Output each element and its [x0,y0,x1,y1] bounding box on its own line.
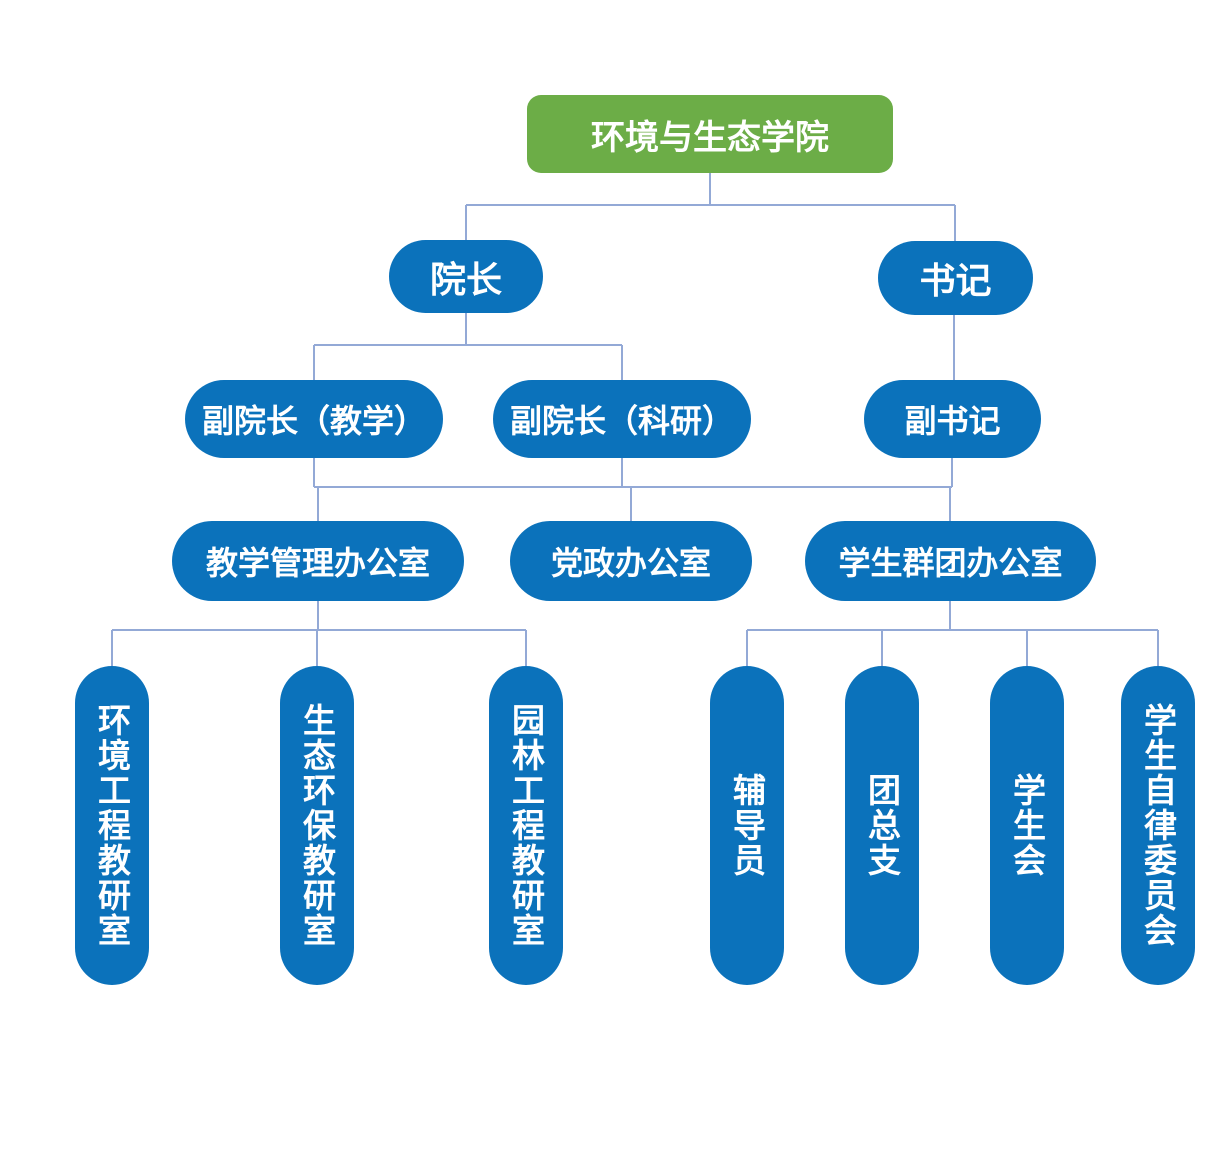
connector-root-to-level2 [465,173,956,241]
node-landscape-engineering-teaching-office: 园林工程教研室 [489,666,563,985]
node-dean: 院长 [389,240,543,313]
node-youth-league-branch: 团总支 [845,666,919,985]
node-student-self-discipline-committee: 学生自律委员会 [1121,666,1195,985]
node-vice-secretary: 副书记 [864,380,1041,458]
connector-level3-to-level4 [313,458,953,521]
node-teaching-management-office: 教学管理办公室 [172,521,464,601]
node-eco-environmental-teaching-office: 生态环保教研室 [280,666,354,985]
node-env-engineering-teaching-office: 环境工程教研室 [75,666,149,985]
node-college-root: 环境与生态学院 [527,95,893,173]
node-counselor: 辅导员 [710,666,784,985]
node-party-admin-office: 党政办公室 [510,521,752,601]
node-label: 辅导员 [728,773,766,878]
node-vice-dean-teaching: 副院长（教学） [185,380,443,458]
node-label: 生态环保教研室 [298,703,336,948]
node-label: 园林工程教研室 [507,703,545,948]
node-label: 学生会 [1008,773,1046,878]
node-student-groups-office: 学生群团办公室 [805,521,1096,601]
connector-dean-to-level3 [313,313,623,380]
node-label: 学生自律委员会 [1139,703,1177,948]
node-student-union: 学生会 [990,666,1064,985]
connector-teaching-office-to-pills [111,601,527,666]
node-label: 团总支 [863,773,901,878]
node-secretary: 书记 [878,241,1033,315]
node-label: 环境工程教研室 [93,703,131,948]
node-vice-dean-research: 副院长（科研） [493,380,751,458]
connector-student-office-to-pills [746,601,1159,666]
